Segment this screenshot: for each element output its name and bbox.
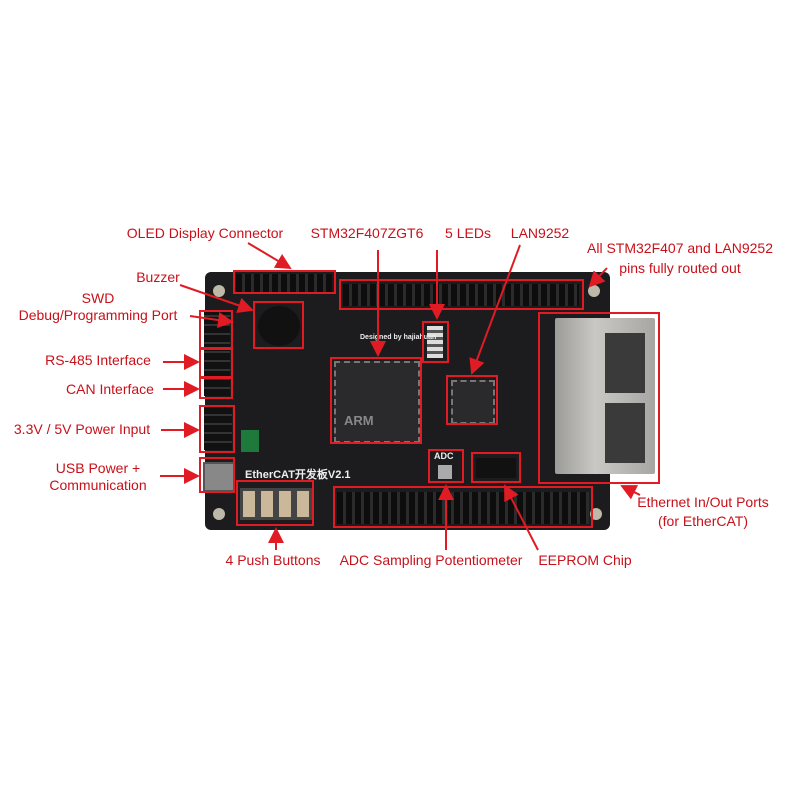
eeprom-chip	[476, 458, 516, 478]
bottom-header-box	[333, 486, 593, 528]
designer-silkscreen: Designed by hajiahuan	[360, 334, 437, 341]
label-ethernet-line2: (for EtherCAT)	[658, 513, 748, 529]
mount-hole	[213, 285, 225, 297]
adc-box	[428, 449, 464, 483]
label-pins-line2: pins fully routed out	[619, 260, 741, 276]
rj45-connector	[555, 318, 655, 474]
mount-hole	[588, 285, 600, 297]
mount-hole	[590, 508, 602, 520]
mount-hole	[213, 508, 225, 520]
usb-box	[199, 457, 235, 493]
label-ethernet: Ethernet In/Out Ports (for EtherCAT)	[637, 494, 769, 530]
oled-box	[233, 270, 336, 294]
label-leds: 5 LEDs	[445, 225, 491, 241]
label-power: 3.3V / 5V Power Input	[13, 421, 151, 437]
push-button	[258, 488, 276, 520]
label-rs485: RS-485 Interface	[45, 352, 151, 368]
fuse	[241, 430, 259, 452]
label-swd-line2: Debug/Programming Port	[18, 307, 178, 323]
top-pin-header	[343, 284, 579, 306]
adc-silkscreen: ADC	[434, 451, 454, 461]
can-box	[199, 377, 233, 399]
power-connector	[204, 407, 232, 450]
chip-brand: ARM	[344, 413, 374, 428]
label-lan: LAN9252	[510, 225, 570, 241]
push-button	[276, 488, 294, 520]
led-array	[427, 326, 443, 358]
label-usb-line1: USB Power +	[55, 460, 141, 476]
label-buzzer: Buzzer	[136, 269, 180, 285]
buzzer-box	[253, 301, 304, 349]
lan9252-chip	[451, 380, 495, 424]
board-title-silkscreen: EtherCAT开发板V2.1	[245, 469, 351, 481]
oled-header	[236, 274, 332, 292]
label-usb: USB Power +Communication	[49, 460, 146, 494]
label-oled: OLED Display Connector	[126, 225, 284, 241]
bottom-pin-header	[337, 492, 589, 524]
stm32-chip: ARM	[334, 361, 420, 443]
label-ethernet-line1: Ethernet In/Out Ports	[637, 494, 769, 510]
label-eeprom: EEPROM Chip	[538, 552, 632, 568]
label-usb-line2: Communication	[49, 477, 147, 493]
buzzer	[258, 306, 300, 346]
lan-box	[446, 375, 498, 425]
push-button	[240, 488, 258, 520]
eeprom-box	[471, 452, 521, 483]
potentiometer	[438, 465, 452, 479]
label-swd-line1: SWD	[81, 290, 115, 306]
mcu-box	[330, 357, 422, 444]
label-adc: ADC Sampling Potentiometer	[339, 552, 523, 568]
label-pins: All STM32F407 and LAN9252 pins fully rout…	[587, 240, 773, 277]
top-header-box	[339, 279, 584, 310]
push-button	[294, 488, 312, 520]
leds-box	[422, 321, 449, 363]
power-box	[199, 405, 235, 453]
label-pins-line1: All STM32F407 and LAN9252	[587, 240, 773, 256]
ethernet-box	[538, 312, 660, 484]
label-buttons: 4 Push Buttons	[225, 552, 321, 568]
buttons-box	[236, 480, 314, 526]
label-mcu: STM32F407ZGT6	[310, 225, 424, 241]
label-can: CAN Interface	[66, 381, 154, 397]
